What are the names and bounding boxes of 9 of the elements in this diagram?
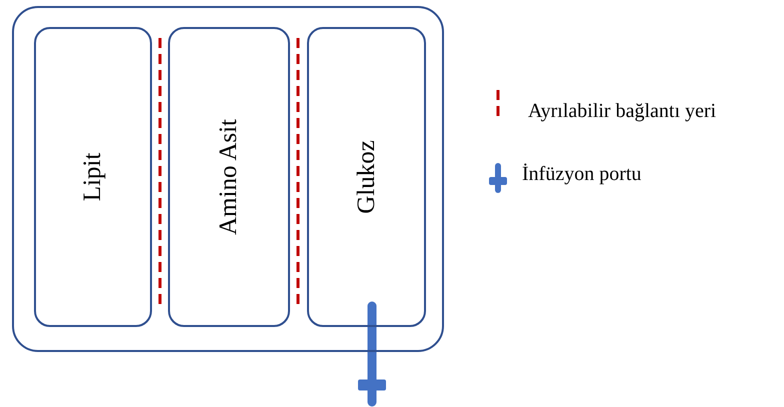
chamber-label: Lipit [79,152,107,202]
legend-label: Ayrılabilir bağlantı yeri [528,100,716,123]
chamber-box [307,27,426,327]
chamber-label: Amino Asit [215,119,243,235]
chamber-box [168,27,290,327]
chamber-box [34,27,152,327]
legend-label: İnfüzyon portu [522,163,642,186]
chamber-label: Glukoz [352,140,380,214]
bag-outline [12,6,444,352]
